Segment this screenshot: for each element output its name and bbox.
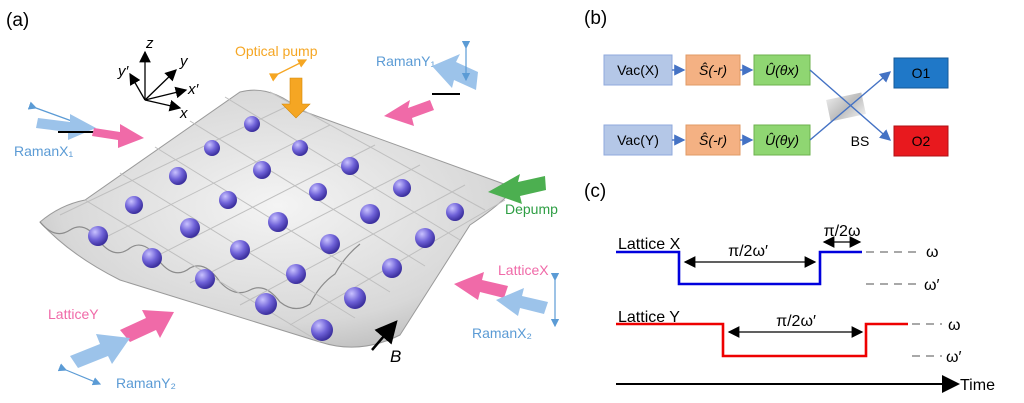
raman-x1-label: RamanX₁	[14, 143, 73, 159]
interval-x-short-label: π/2ω	[824, 223, 861, 240]
rotate-x-text: Û(θx)	[765, 62, 799, 78]
vac-x-box	[603, 54, 673, 86]
squeeze-x-box	[685, 54, 741, 86]
vac-y-box	[603, 124, 673, 156]
atom	[320, 234, 340, 254]
omega-label-x: ω	[926, 244, 939, 261]
omega-prime-label-y: ω′	[946, 349, 962, 366]
depump-label: Depump	[505, 201, 558, 217]
atom	[382, 258, 402, 278]
atom	[180, 218, 200, 238]
panel-b-label: (b)	[584, 8, 607, 29]
atom	[292, 140, 308, 156]
bs-label: BS	[851, 133, 870, 149]
atom	[255, 293, 277, 315]
panel-c-label: (c)	[584, 181, 606, 202]
atom	[244, 116, 260, 132]
lattice-arrow-left	[92, 124, 144, 148]
b-field-label: B	[390, 347, 401, 366]
atom	[268, 212, 288, 232]
squeeze-y-box	[685, 124, 741, 156]
raman-x2-arrow	[496, 288, 548, 316]
vac-y-text: Vac(Y)	[617, 132, 659, 148]
lattice-y-arrow	[120, 310, 174, 342]
raman-y2-label: RamanY₂	[116, 375, 176, 391]
lattice-x-trace	[616, 250, 862, 286]
atom	[309, 183, 327, 201]
optical-pump-label: Optical pump	[235, 43, 318, 59]
atom	[253, 161, 271, 179]
lattice-y-label: LatticeY	[48, 306, 99, 322]
lattice-x-label: LatticeX	[498, 262, 549, 278]
rotate-y-text: Û(θy)	[765, 132, 799, 148]
omega-prime-label-x: ω′	[924, 277, 940, 294]
axis-y: y	[179, 53, 189, 70]
atoms	[88, 116, 464, 341]
atom	[195, 269, 215, 289]
atom	[393, 179, 411, 197]
output-o1-text: O1	[912, 65, 931, 81]
lattice-arrow-top	[384, 100, 434, 126]
time-label: Time	[960, 377, 995, 394]
beam-splitter	[826, 92, 866, 122]
optical-pump-arrow	[281, 77, 311, 119]
output-o1	[893, 57, 949, 89]
output-o2-text: O2	[912, 133, 931, 149]
atom	[219, 191, 237, 209]
atom	[341, 157, 359, 175]
squeeze-x-text: Ŝ(-r)	[699, 61, 727, 78]
atom	[344, 287, 366, 309]
panel-c: (c) Lattice X π/2ω′ π/2ω ω ω′ Lattice Y …	[584, 181, 995, 394]
output-o2	[893, 125, 949, 157]
raman-y2-arrow	[70, 334, 130, 368]
vac-x-text: Vac(X)	[617, 62, 659, 78]
atom	[230, 240, 250, 260]
atom	[169, 167, 187, 185]
lattice-y-trace-label: Lattice Y	[618, 309, 680, 326]
atom	[204, 140, 220, 156]
axis-y-prime: y′	[117, 63, 130, 80]
panel-a-label: (a)	[6, 10, 29, 31]
atom	[286, 264, 306, 284]
interval-y-label: π/2ω′	[776, 313, 816, 330]
panel-a: (a)	[6, 10, 560, 391]
atom	[142, 248, 162, 268]
lattice-x-trace-label: Lattice X	[618, 236, 681, 253]
interval-x-label: π/2ω′	[728, 243, 768, 260]
lattice-x-arrow	[454, 272, 508, 300]
axis-x-prime: x′	[187, 81, 200, 98]
depump-arrow	[488, 174, 546, 204]
axis-x: x	[179, 105, 188, 122]
raman-x2-label: RamanX₂	[472, 325, 532, 341]
raman-x1-arrow	[36, 114, 96, 140]
raman-y1-label: RamanY₁	[376, 53, 435, 69]
axes	[129, 50, 188, 112]
atom	[415, 228, 435, 248]
raman-y1-arrow	[432, 54, 478, 90]
axis-z: z	[145, 35, 154, 52]
atom	[311, 319, 333, 341]
atom	[125, 196, 143, 214]
omega-label-y: ω	[948, 317, 961, 334]
panel-b: (b) Vac(X) Ŝ(-r) Û(θx) Vac(Y) Ŝ(-r) Û(θy…	[584, 8, 949, 157]
squeeze-y-text: Ŝ(-r)	[699, 131, 727, 148]
atom	[446, 203, 464, 221]
atom	[360, 204, 380, 224]
lattice-y-trace	[616, 322, 908, 358]
rotate-y-box	[753, 124, 811, 156]
atom	[88, 226, 108, 246]
